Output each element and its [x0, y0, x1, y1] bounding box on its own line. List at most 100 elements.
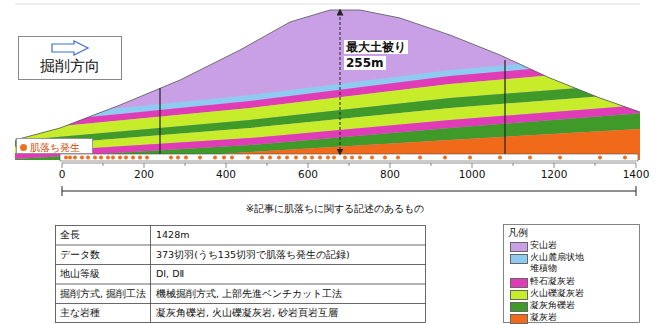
spalling-dot [131, 156, 135, 160]
spalling-dot [124, 156, 128, 160]
spalling-dot [277, 156, 281, 160]
spalling-dot [468, 156, 472, 160]
spalling-dot [326, 156, 330, 160]
spalling-dot [598, 156, 602, 160]
spalling-dot [169, 156, 173, 160]
spalling-legend-frame [17, 139, 93, 154]
tick [513, 163, 514, 166]
note: ※記事に肌落ちに関する記述のあるもの [246, 203, 424, 215]
spalling-dot [498, 156, 502, 160]
legend-swatch [510, 314, 528, 324]
legend-swatch [510, 302, 528, 312]
axis-label: 600 [298, 168, 318, 181]
spalling-dot [145, 156, 149, 160]
spalling-dot [138, 156, 142, 160]
strata [0, 0, 656, 170]
spalling-dot [443, 156, 447, 160]
spalling-dot [303, 156, 307, 160]
table-cell: DⅠ, DⅡ [156, 268, 184, 279]
axis-label: 800 [380, 168, 400, 181]
tick [349, 163, 350, 166]
spalling-dot [358, 156, 362, 160]
tick [431, 163, 432, 166]
table-cell: 全長 [60, 229, 80, 240]
spalling-dot [268, 156, 272, 160]
table-cell: 掘削方式, 掘削工法 [60, 288, 146, 299]
spalling-dot [64, 156, 68, 160]
arrow-shape [52, 41, 88, 55]
table-cell: 地山等級 [60, 268, 100, 279]
axis-label: 400 [216, 168, 236, 181]
table-cell: 機械掘削方式, 上部先進ベンチカット工法 [156, 288, 342, 299]
table-cell: 373切羽(うち135切羽で肌落ち発生の記録) [156, 249, 350, 260]
cover-callout: 最大土被り [344, 40, 408, 54]
legend-text: 火山礫凝灰岩 [530, 288, 584, 299]
axis-label: 1200 [541, 168, 568, 181]
axis-label: 1000 [459, 168, 486, 181]
spalling-dot [370, 156, 374, 160]
box-label: 掘削方向 [19, 56, 121, 79]
tick [103, 163, 104, 166]
legend-text: 火山麓扇状地 堆積物 [530, 252, 594, 274]
spalling-dot [310, 156, 314, 160]
tick [595, 163, 596, 166]
spalling-dot [383, 156, 387, 160]
legend-text: 安山岩 [530, 240, 557, 251]
legend-text: 凝灰角礫岩 [530, 300, 575, 311]
tick [144, 163, 145, 168]
legend-title: 凡例 [508, 227, 528, 238]
tick [554, 163, 555, 168]
spalling-dot [184, 156, 188, 160]
spalling-dot [222, 156, 226, 160]
spalling-dot [176, 156, 180, 160]
cover-callout: 255m [344, 56, 386, 70]
spalling-dot [213, 156, 217, 160]
axis-label: 1400 [623, 168, 650, 181]
spalling-dot [73, 156, 77, 160]
axis-label: 200 [134, 168, 154, 181]
table-cell: 凝灰角礫岩, 火山礫凝灰岩, 砂岩頁岩互層 [156, 307, 338, 318]
legend-text: 凝灰岩 [530, 312, 557, 323]
tick [185, 163, 186, 166]
spalling-dot [80, 156, 84, 160]
spalling-dot [68, 156, 72, 160]
spalling-dot [318, 156, 322, 160]
spalling-dot [99, 156, 103, 160]
tick [226, 163, 227, 168]
legend-frame [504, 225, 640, 323]
spalling-dot [260, 156, 264, 160]
spalling-dot [623, 156, 627, 160]
spalling-dot [246, 156, 250, 160]
legend-swatch [510, 242, 528, 252]
legend-swatch [510, 278, 528, 288]
legend-text: 軽石凝灰岩 [530, 276, 575, 287]
spalling-dot [198, 156, 202, 160]
axis-label: 0 [59, 168, 66, 181]
legend-text: 肌落ち発生 [30, 141, 80, 154]
tick [472, 163, 473, 168]
tick [390, 163, 391, 168]
spalling-dot [343, 156, 347, 160]
spalling-dot [396, 156, 400, 160]
direction-box: 掘削方向 [18, 36, 122, 80]
tick [62, 163, 63, 168]
direction-arrow [50, 40, 90, 56]
spalling-dot [106, 156, 110, 160]
legend-swatch [510, 254, 528, 264]
table-cell: 主な岩種 [60, 307, 100, 318]
spalling-dot [118, 156, 122, 160]
spalling-dot [558, 156, 562, 160]
tick [308, 163, 309, 168]
spalling-dot [93, 156, 97, 160]
table-grid [56, 226, 426, 323]
spalling-dot [294, 156, 298, 160]
tick [267, 163, 268, 166]
spalling-dot [418, 156, 422, 160]
spalling-dots [64, 156, 627, 160]
spalling-dot [111, 156, 115, 160]
legend-swatch [510, 290, 528, 300]
spalling-dot [528, 156, 532, 160]
spalling-dot [86, 156, 90, 160]
legend-swatch [20, 144, 27, 151]
axis-ticks [62, 163, 636, 168]
